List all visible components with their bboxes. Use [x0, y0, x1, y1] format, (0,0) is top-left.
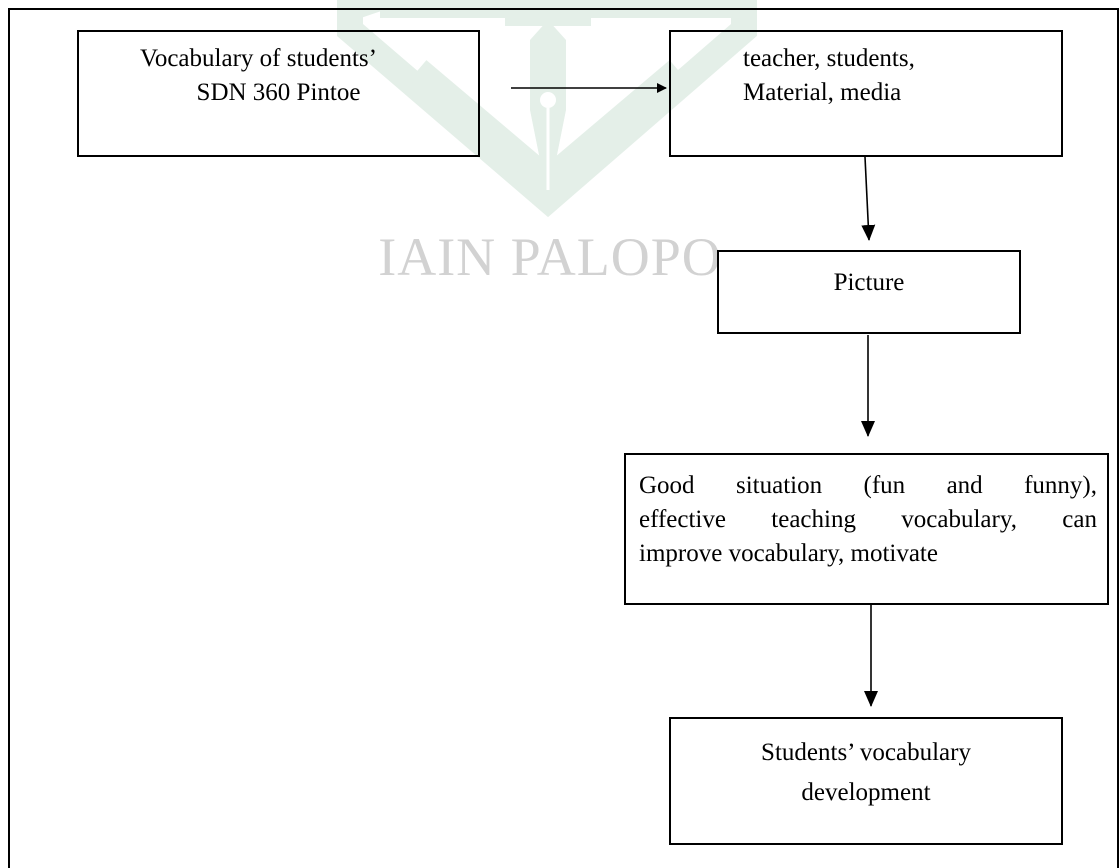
node-text-line: effective teaching vocabulary, can: [639, 506, 1097, 533]
node-text-line: Picture: [833, 269, 905, 296]
node-text-line: Vocabulary of students’: [140, 45, 377, 72]
node-text-line: improve vocabulary, motivate: [639, 540, 938, 567]
node-picture: Picture: [717, 250, 1021, 334]
arrow-tsmm-to-picture: [861, 156, 876, 241]
node-text-line: Good situation (fun and funny),: [639, 472, 1097, 499]
node-students-vocabulary-development: Students’ vocabulary development: [669, 717, 1063, 845]
watermark-text: IAIN PALOPO: [378, 227, 722, 287]
node-teacher-students-material-media: teacher, students, Material, media: [669, 30, 1063, 157]
node-vocabulary-of-students: Vocabulary of students’ SDN 360 Pintoe: [77, 30, 480, 157]
diagram-frame: [8, 8, 1119, 868]
node-text-line: development: [801, 779, 931, 806]
node-text-line: teacher, students,: [743, 45, 915, 72]
node-text-line: SDN 360 Pintoe: [196, 79, 361, 106]
node-text-line: Students’ vocabulary: [761, 739, 971, 766]
node-good-situation: Good situation (fun and funny), effectiv…: [624, 453, 1109, 605]
node-text-line: Material, media: [743, 79, 902, 106]
